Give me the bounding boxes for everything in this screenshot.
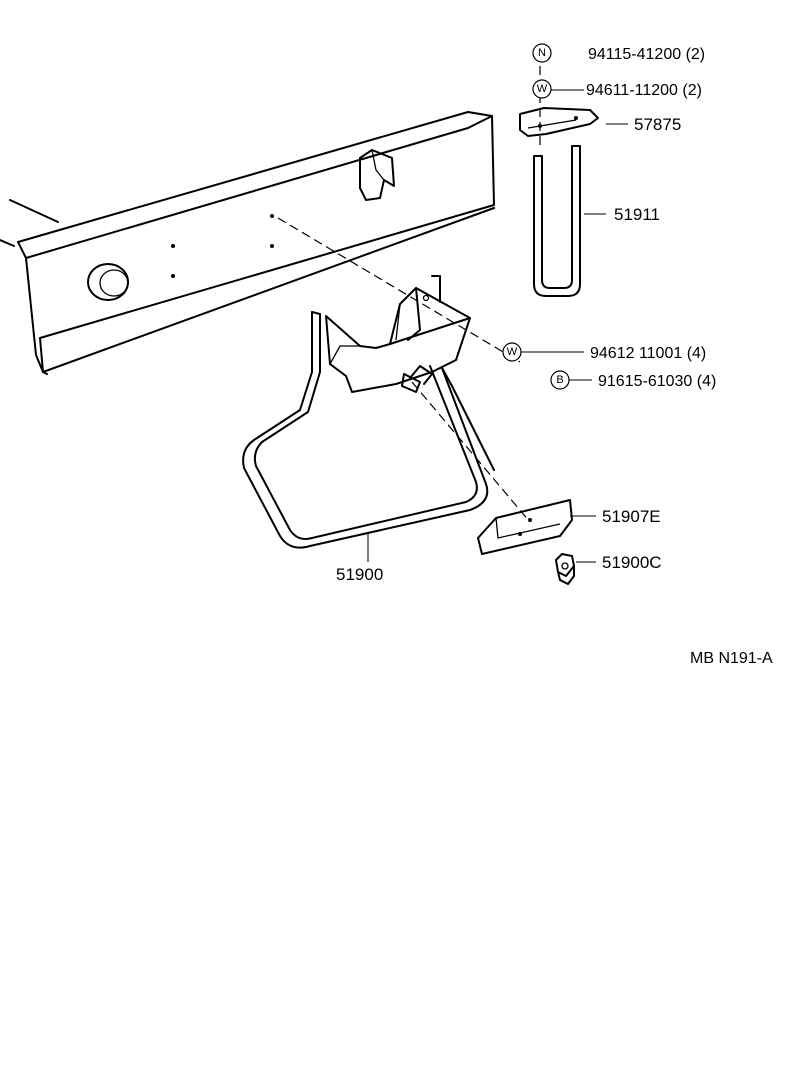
part-number-94612-11001: 94612 11001 (4) xyxy=(590,345,706,362)
clamp-57875 xyxy=(519,107,599,137)
symbol-N-text: N xyxy=(538,47,546,59)
part-number-94115-41200: 94115-41200 (2) xyxy=(588,46,705,63)
u-bolt-51911 xyxy=(533,145,581,297)
carrier-51900 xyxy=(242,275,495,549)
symbol-W-callout-5: W xyxy=(502,342,522,362)
alignment-line-frame xyxy=(277,217,521,363)
part-number-51900C: 51900C xyxy=(602,553,662,572)
bracket-51907E xyxy=(477,499,573,555)
symbol-N-callout-1: N xyxy=(532,43,552,63)
symbol-W-text: W xyxy=(507,346,518,358)
part-number-57875: 57875 xyxy=(634,115,681,134)
symbol-B-callout-6: B xyxy=(550,370,570,390)
nut-51900C xyxy=(555,553,575,585)
symbol-W-text: W xyxy=(537,83,548,95)
figure-code: MB N191-A xyxy=(690,650,773,667)
part-number-91615-61030: 91615-61030 (4) xyxy=(598,373,716,390)
part-number-51907E: 51907E xyxy=(602,507,661,526)
symbol-B-text: B xyxy=(556,374,563,386)
alignment-line-bolt xyxy=(411,381,531,523)
part-number-94611-11200: 94611-11200 (2) xyxy=(586,82,702,99)
part-number-51900: 51900 xyxy=(336,565,383,584)
frame-rail xyxy=(0,111,495,375)
part-number-51911: 51911 xyxy=(614,205,660,224)
symbol-W-callout-2: W xyxy=(532,79,552,99)
